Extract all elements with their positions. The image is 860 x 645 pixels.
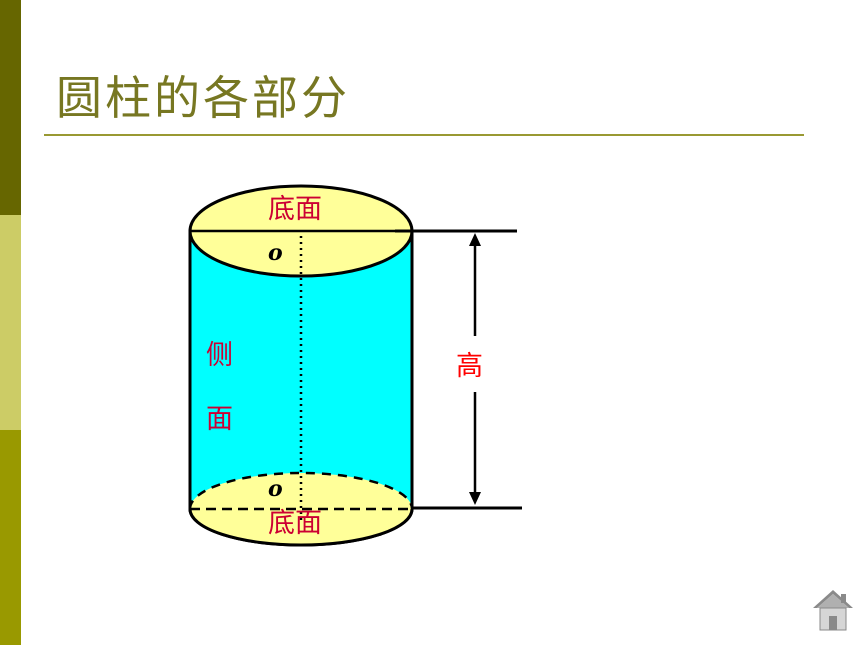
side-bar-middle: [0, 215, 21, 430]
home-icon: [813, 590, 853, 631]
top-center-label: o: [268, 240, 283, 266]
bottom-base-outline: [188, 508, 414, 547]
bottom-base-back: [188, 471, 414, 510]
side-bar-top: [0, 0, 21, 215]
bottom-center-label: o: [268, 476, 283, 502]
height-arrowhead-top: [469, 233, 481, 246]
page-title: 圆柱的各部分: [56, 71, 350, 125]
lateral-label-1: 侧: [206, 340, 233, 371]
bottom-base-front: [190, 509, 412, 545]
lateral-label-2: 面: [206, 404, 233, 435]
bottom-base-label: 底面: [268, 508, 322, 539]
home-button[interactable]: [811, 588, 855, 632]
top-base-label: 底面: [268, 194, 322, 225]
title-divider: [44, 134, 804, 136]
height-label: 高: [456, 351, 483, 382]
side-bar-bottom: [0, 430, 21, 645]
height-arrowhead-bottom: [469, 492, 481, 505]
